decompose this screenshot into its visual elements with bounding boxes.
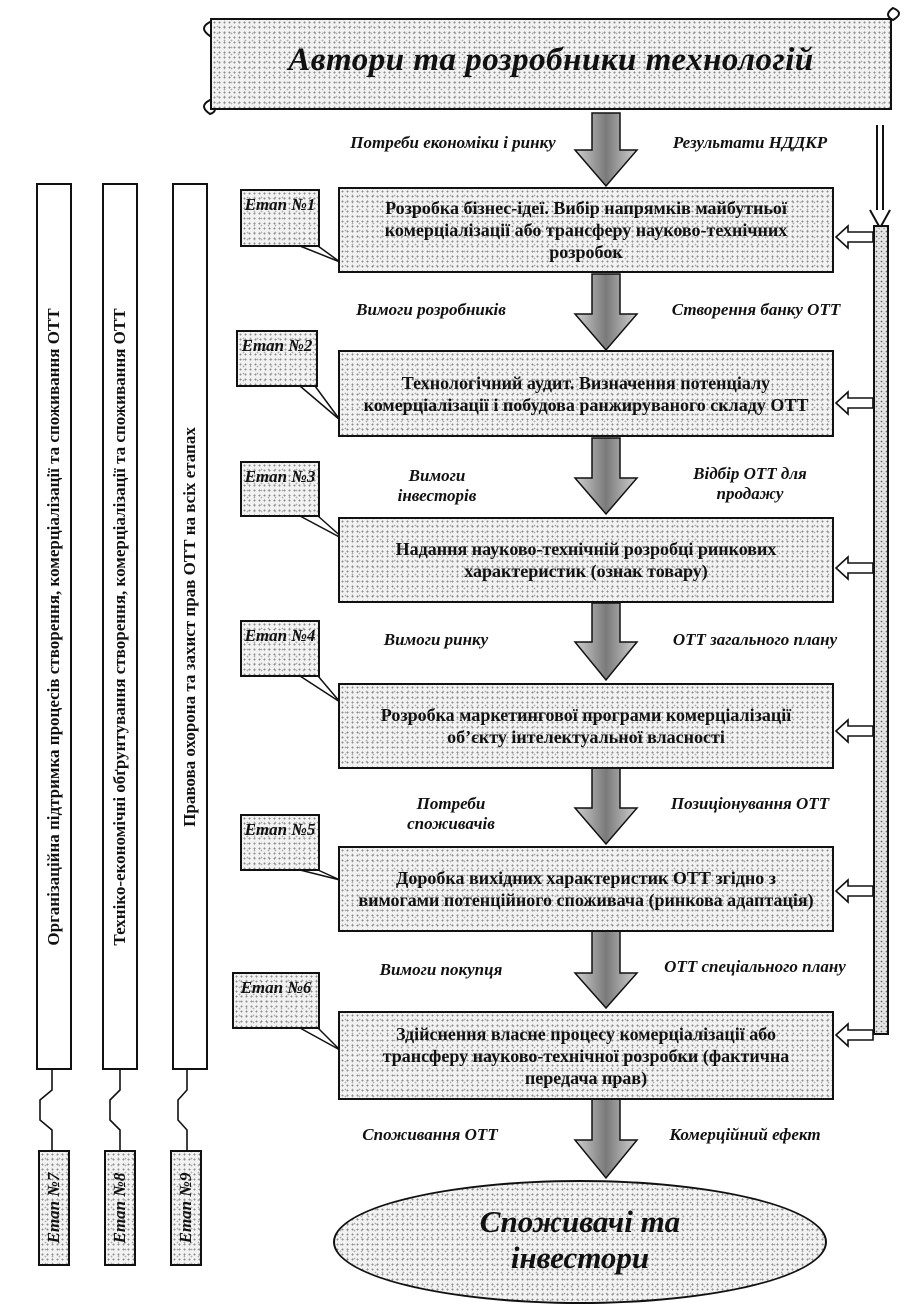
side-column-1: Організаційна підтримка процесів створен… [36,183,72,1070]
down-arrows [573,112,639,1180]
side-column-3-text: Правова охорона та захист прав ОТТ на вс… [180,426,199,827]
flow-label-right-final: Комерційний ефект [669,1125,821,1144]
header-banner: Автори та розробники технологій [210,18,892,110]
step-text-6: Здійснення власне процесу комерціалізаці… [382,1023,790,1088]
stage-callout-3: Етап №3 [240,461,320,517]
down-arrow-6 [573,930,639,1010]
side-stage-box-7: Етап №7 [38,1150,70,1266]
step-box-2: Технологічний аудит. Визначення потенціа… [338,350,834,437]
side-column-2: Техніко-економічні обґрунтування створен… [102,183,138,1070]
step-box-5: Доробка вихідних характеристик ОТТ згідн… [338,846,834,932]
flow-label-left-3: Вимоги інвесторів [397,466,477,505]
flow-label-right-1: Результати НДДКР [672,133,828,152]
step-text-1: Розробка бізнес-ідеї. Вибір напрямків ма… [384,198,788,262]
results-feed-arrow [869,125,891,231]
side-column-pointers [39,1070,188,1150]
down-arrow-4 [573,602,639,682]
step-box-6: Здійснення власне процесу комерціалізаці… [338,1011,834,1100]
header-title: Автори та розробники технологій [288,42,814,78]
flow-label-left-final: Споживання ОТТ [362,1125,498,1144]
consumers-title-line2: інвестори [510,1240,650,1275]
flow-label-right-3: Відбір ОТТ для продажу [693,464,807,503]
callout-pointers [299,245,346,1051]
flow-label-left-4: Вимоги ринку [383,630,489,649]
bank-bar [873,225,889,1035]
stage-callout-1: Етап №1 [240,189,320,247]
step-text-5: Доробка вихідних характеристик ОТТ згідн… [358,868,814,910]
consumers-title-line1: Споживачі та [479,1204,681,1239]
side-stage-label-8: Етап №8 [110,1172,129,1244]
flow-label-left-2: Вимоги розробників [356,300,506,319]
down-arrow-5 [573,767,639,846]
stage-callout-6: Етап №6 [232,972,320,1029]
step-text-2: Технологічний аудит. Визначення потенціа… [363,372,809,415]
down-arrow-3 [573,437,639,516]
down-arrow-1 [573,112,639,188]
left-arrows [834,224,874,1048]
step-text-3: Надання науково-технічній розробці ринко… [395,539,777,581]
down-arrow-7 [573,1098,639,1180]
step-text-4: Розробка маркетингової програми комерціа… [380,705,792,747]
side-column-2-text: Техніко-економічні обґрунтування створен… [110,307,129,946]
side-column-3: Правова охорона та захист прав ОТТ на вс… [172,183,208,1070]
side-stage-box-9: Етап №9 [170,1150,202,1266]
flow-label-left-5: Потреби споживачів [407,794,495,833]
flow-label-right-2: Створення банку ОТТ [671,300,841,319]
flow-label-left-6: Вимоги покупця [379,960,503,979]
step-box-1: Розробка бізнес-ідеї. Вибір напрямків ма… [338,187,834,273]
flow-label-right-4: ОТТ загального плану [672,630,838,649]
consumers-ellipse: Споживачі та інвестори [333,1180,827,1304]
flow-label-right-5: Позиціонування ОТТ [670,794,830,813]
stage-callout-5: Етап №5 [240,814,320,871]
flow-label-left-1: Потреби економіки і ринку [350,133,556,152]
side-stage-label-7: Етап №7 [44,1172,63,1244]
side-stage-box-8: Етап №8 [104,1150,136,1266]
step-box-4: Розробка маркетингової програми комерціа… [338,683,834,769]
stage-callout-2: Етап №2 [236,330,318,387]
side-column-1-text: Організаційна підтримка процесів створен… [44,307,63,946]
step-box-3: Надання науково-технічній розробці ринко… [338,517,834,603]
down-arrow-2 [573,273,639,352]
flow-label-right-6: ОТТ спеціального плану [664,957,846,976]
side-stage-label-9: Етап №9 [176,1172,195,1244]
stage-callout-4: Етап №4 [240,620,320,677]
